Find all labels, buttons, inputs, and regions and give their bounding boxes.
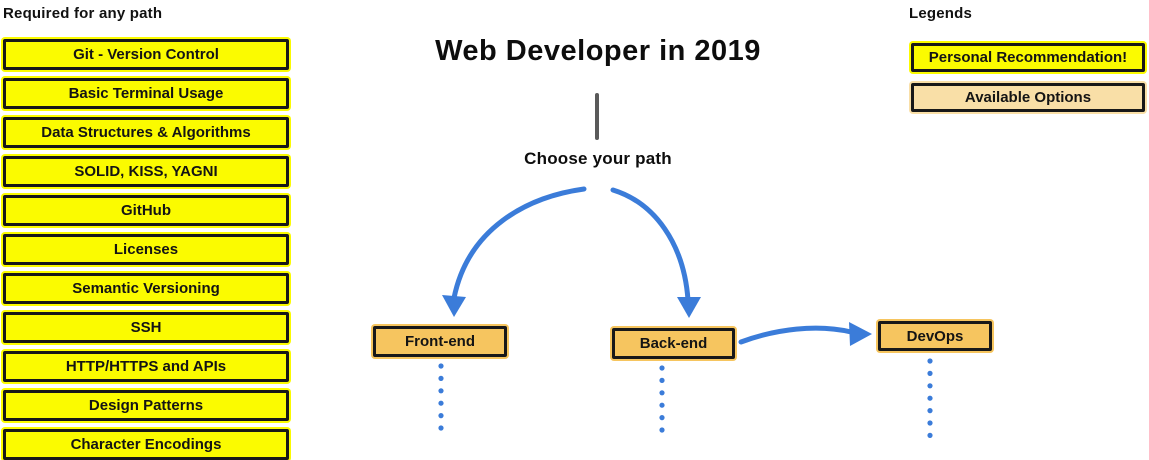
required-item: Semantic Versioning [3,273,289,304]
arrow-to-frontend [442,186,587,317]
arrow-backend-to-devops [738,322,872,346]
required-item: GitHub [3,195,289,226]
dotted-connector-backend [659,365,665,433]
required-item: SOLID, KISS, YAGNI [3,156,289,187]
required-item: Git - Version Control [3,39,289,70]
required-item: HTTP/HTTPS and APIs [3,351,289,382]
required-item: Basic Terminal Usage [3,78,289,109]
required-path-heading: Required for any path [3,5,163,22]
legend-item-recommendation: Personal Recommendation! [911,43,1145,72]
arrowhead-frontend [442,295,466,317]
dotted-connector-devops [927,358,933,438]
path-box-frontend: Front-end [373,326,507,357]
arrowhead-devops [849,322,872,346]
required-item: Character Encodings [3,429,289,460]
dotted-connector-frontend [438,363,444,431]
title-divider-line [595,93,599,140]
path-box-devops: DevOps [878,321,992,351]
arrowhead-backend [677,297,701,318]
required-item: Data Structures & Algorithms [3,117,289,148]
choose-path-label: Choose your path [524,149,672,168]
required-item: Design Patterns [3,390,289,421]
required-item: SSH [3,312,289,343]
required-item: Licenses [3,234,289,265]
page-title: Web Developer in 2019 [435,35,761,67]
path-box-backend: Back-end [612,328,735,359]
legend-item-option: Available Options [911,83,1145,112]
arrow-to-backend [610,187,701,318]
legends-heading: Legends [909,5,973,22]
